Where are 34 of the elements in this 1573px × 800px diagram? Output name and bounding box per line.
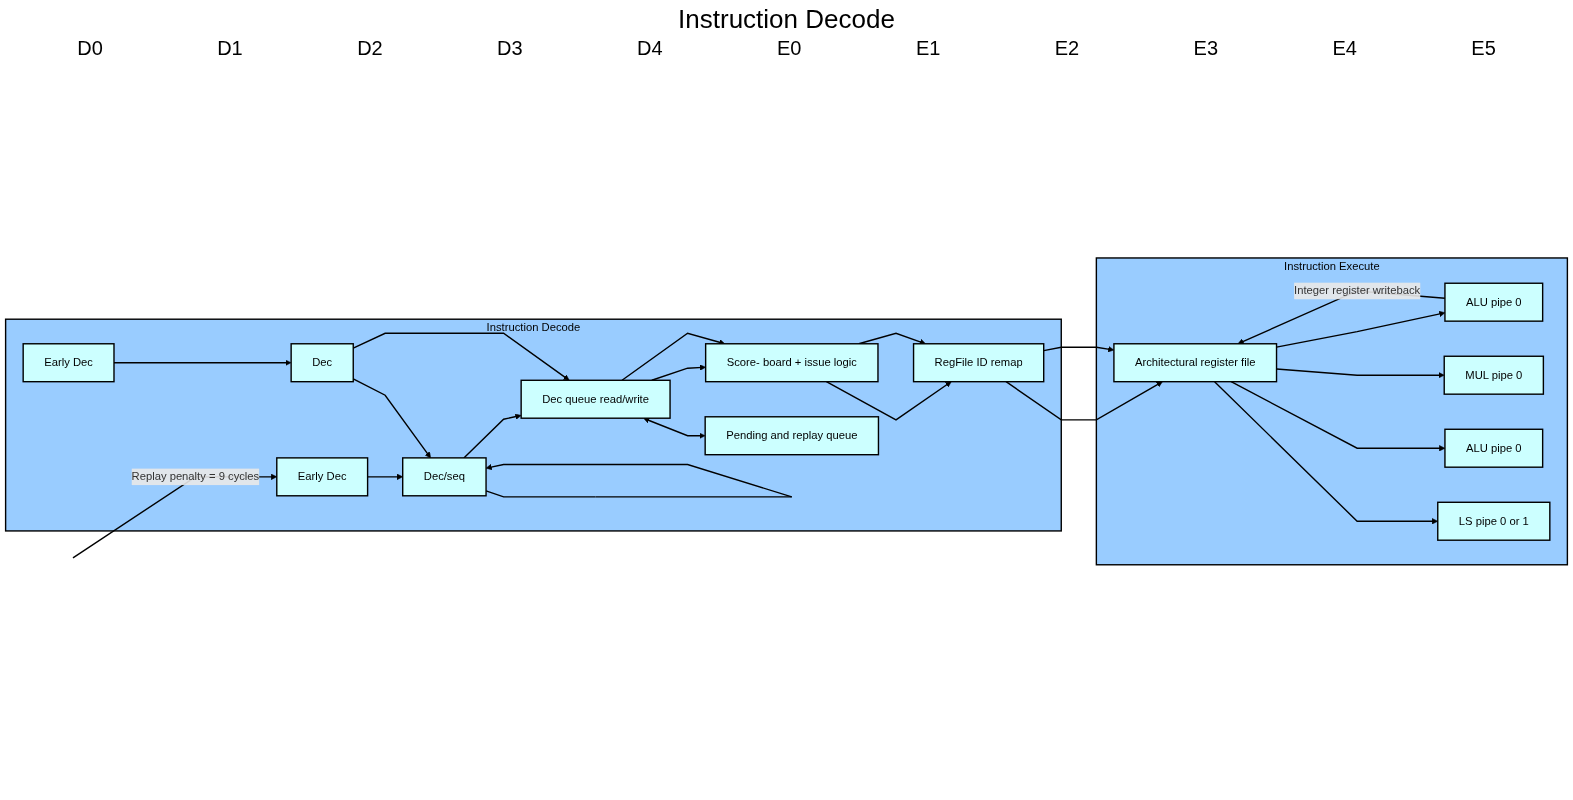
node-box: Score- board + issue logic bbox=[704, 343, 879, 383]
stage-label: D1 bbox=[217, 37, 243, 60]
node-box: Early Dec bbox=[22, 343, 115, 383]
edge-label: Integer register writeback bbox=[1294, 284, 1421, 297]
stage-label: E3 bbox=[1193, 37, 1219, 60]
stage-label: E1 bbox=[915, 37, 941, 60]
stage-label: D4 bbox=[637, 37, 663, 60]
arrow bbox=[1005, 381, 1163, 421]
arrow bbox=[113, 359, 292, 366]
node-box: Dec queue read/write bbox=[520, 379, 671, 419]
node-box: LS pipe 0 or 1 bbox=[1437, 501, 1551, 541]
node-box: ALU pipe 0 bbox=[1444, 282, 1544, 322]
node-box: MUL pipe 0 bbox=[1443, 355, 1545, 395]
arrow bbox=[825, 381, 952, 421]
arrow bbox=[651, 364, 706, 381]
diagram-title: Instruction Decode bbox=[677, 4, 896, 35]
node-box: Dec/seq bbox=[402, 457, 487, 497]
arrow bbox=[643, 417, 706, 439]
arrow bbox=[621, 332, 726, 381]
stage-label: D2 bbox=[357, 37, 383, 60]
edge-label: Replay penalty = 9 cycles bbox=[131, 470, 260, 483]
arrow bbox=[463, 413, 522, 459]
stage-label: D0 bbox=[77, 37, 103, 60]
node-box: Early Dec bbox=[276, 457, 369, 497]
node-box: ALU pipe 0 bbox=[1444, 428, 1544, 468]
node-box: RegFile ID remap bbox=[912, 343, 1045, 383]
stage-label: E0 bbox=[777, 37, 802, 60]
stage-label: D3 bbox=[497, 37, 523, 60]
stage-label: E4 bbox=[1332, 37, 1357, 60]
node-box: Dec bbox=[290, 343, 354, 383]
node-box: Architectural register file bbox=[1113, 343, 1278, 383]
stage-label: E2 bbox=[1054, 37, 1080, 60]
node-box: Pending and replay queue bbox=[704, 416, 880, 456]
stage-label: E5 bbox=[1471, 37, 1496, 60]
